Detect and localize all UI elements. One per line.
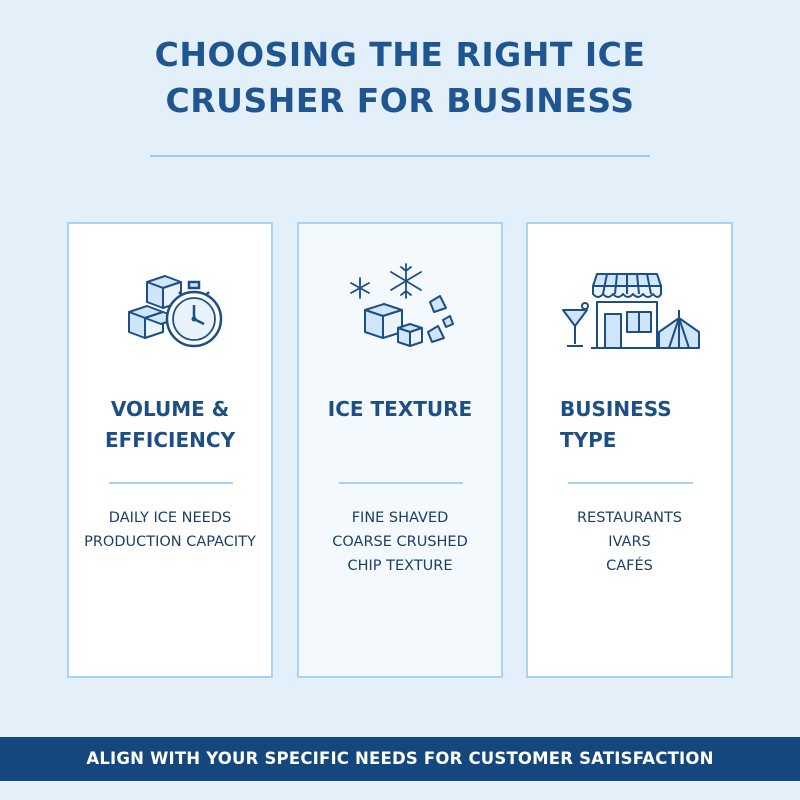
card-heading: BUSINESS TYPE <box>528 394 731 456</box>
list-item: FINE SHAVED <box>351 510 449 526</box>
card-item-list: RESTAURANTS IVARS CAFÉS <box>528 506 731 578</box>
card-heading-line-1: BUSINESS <box>560 397 672 421</box>
card-ice-texture: ICE TEXTURE FINE SHAVED COARSE CRUSHED C… <box>297 222 503 678</box>
page-title: CHOOSING THE RIGHT ICE CRUSHER FOR BUSIN… <box>0 32 800 124</box>
card-business-type: BUSINESS TYPE RESTAURANTS IVARS CAFÉS <box>526 222 733 678</box>
card-divider <box>568 482 693 484</box>
footer-banner: ALIGN WITH YOUR SPECIFIC NEEDS FOR CUSTO… <box>0 737 800 781</box>
card-heading-line-2: EFFICIENCY <box>104 428 236 452</box>
card-volume-efficiency: VOLUME & EFFICIENCY DAILY ICE NEEDS PROD… <box>67 222 273 678</box>
list-item: RESTAURANTS <box>576 510 683 526</box>
card-heading-line-1: ICE TEXTURE <box>327 397 473 421</box>
card-item-list: DAILY ICE NEEDS PRODUCTION CAPACITY <box>69 506 271 554</box>
card-heading: VOLUME & EFFICIENCY <box>69 394 271 456</box>
list-item: CAFÉS <box>606 558 653 574</box>
list-item: DAILY ICE NEEDS <box>108 510 232 526</box>
page-title-line-2: CRUSHER FOR BUSINESS <box>165 81 635 120</box>
card-heading-line-1: VOLUME & <box>110 397 230 421</box>
list-item: CHIP TEXTURE <box>347 558 453 574</box>
list-item: IVARS <box>608 534 651 550</box>
ice-cubes-stopwatch-icon <box>69 262 271 362</box>
card-divider <box>339 482 463 484</box>
card-heading: ICE TEXTURE <box>299 394 501 425</box>
list-item: COARSE CRUSHED <box>332 534 468 550</box>
storefront-icon <box>528 262 731 362</box>
card-divider <box>109 482 233 484</box>
title-divider <box>150 155 650 157</box>
snowflake-ice-icon <box>299 262 501 362</box>
page-title-line-1: CHOOSING THE RIGHT ICE <box>154 35 646 74</box>
card-item-list: FINE SHAVED COARSE CRUSHED CHIP TEXTURE <box>299 506 501 578</box>
list-item: PRODUCTION CAPACITY <box>84 534 256 550</box>
card-heading-line-2: TYPE <box>560 428 617 452</box>
